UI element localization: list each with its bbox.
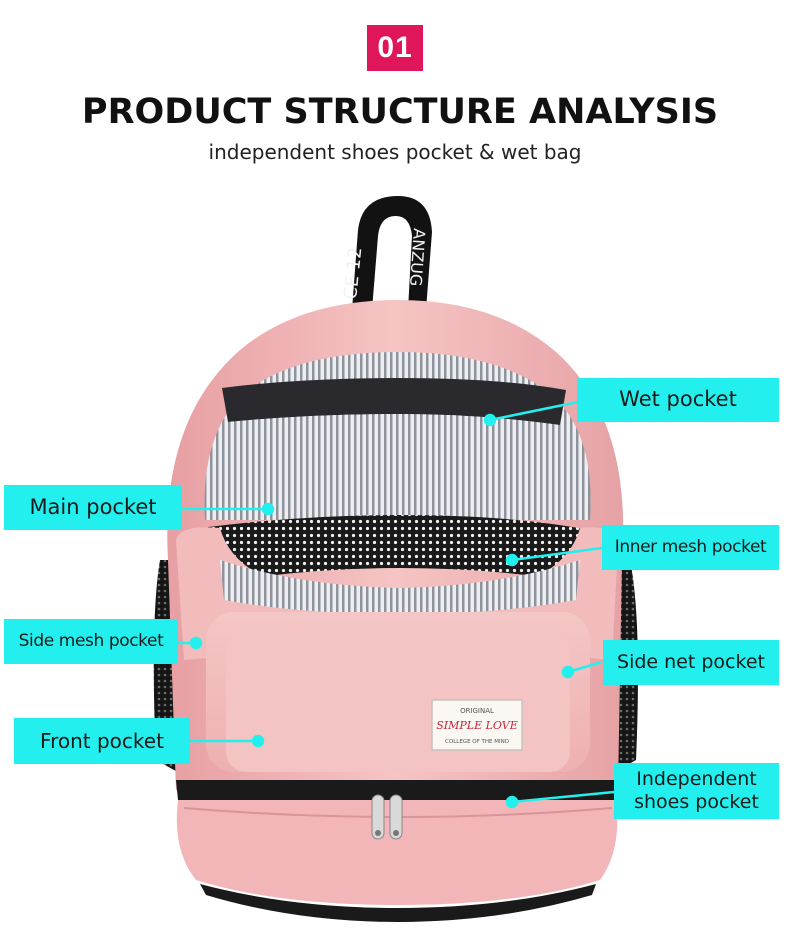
shoes-compartment xyxy=(176,800,618,905)
callout-wet-pocket: Wet pocket xyxy=(577,378,779,422)
leader-wet-pocket xyxy=(489,400,579,422)
patch-brand-text: SIMPLE LOVE xyxy=(436,719,517,732)
callout-side-mesh-pocket: Side mesh pocket xyxy=(4,619,178,664)
callout-inner-mesh-pocket: Inner mesh pocket xyxy=(602,525,779,570)
page-title: PRODUCT STRUCTURE ANALYSIS xyxy=(81,92,719,132)
page-subtitle: independent shoes pocket & wet bag xyxy=(208,140,582,164)
compartment-divider xyxy=(176,780,618,800)
callout-wet-pocket-text: Wet pocket xyxy=(619,387,737,412)
callout-side-net-pocket-text: Side net pocket xyxy=(617,651,765,674)
callout-inner-mesh-pocket-text: Inner mesh pocket xyxy=(614,537,767,558)
section-number-badge: 01 xyxy=(367,25,423,71)
callout-front-pocket-text: Front pocket xyxy=(40,729,164,753)
leader-inner-mesh xyxy=(511,546,603,562)
handle-strap: CE 12 ANZUG xyxy=(340,196,432,310)
callout-shoes-pocket-line2: shoes pocket xyxy=(634,791,759,813)
brand-patch: ORIGINAL SIMPLE LOVE COLLEGE OF THE MIND xyxy=(431,699,523,751)
patch-bottom-text: COLLEGE OF THE MIND xyxy=(445,739,509,745)
callout-main-pocket-text: Main pocket xyxy=(29,494,157,519)
patch-top-text: ORIGINAL xyxy=(460,707,494,715)
callout-side-mesh-pocket-text: Side mesh pocket xyxy=(18,631,164,652)
strap-text-right: ANZUG xyxy=(406,228,429,287)
callout-front-pocket: Front pocket xyxy=(14,718,190,764)
callout-independent-shoes-pocket: Independent shoes pocket xyxy=(614,763,779,819)
callout-main-pocket: Main pocket xyxy=(4,485,182,530)
leader-shoes-pocket xyxy=(511,790,615,804)
zipper-pulls xyxy=(371,794,403,840)
wet-pocket-pouch xyxy=(222,378,566,425)
inner-mesh-pocket xyxy=(198,515,596,586)
callout-shoes-pocket-line1: Independent xyxy=(636,768,757,791)
callout-side-net-pocket: Side net pocket xyxy=(603,640,779,685)
